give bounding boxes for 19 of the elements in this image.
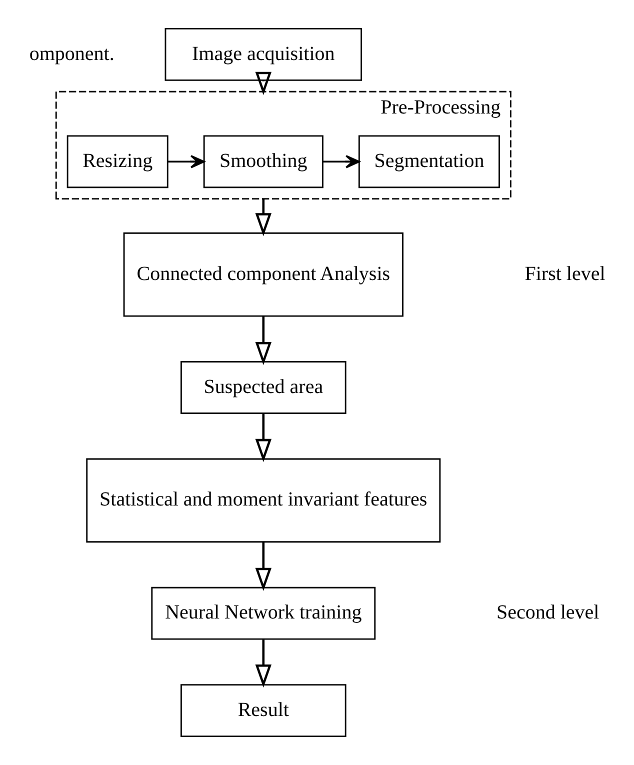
node-box: Suspected area: [180, 361, 346, 414]
arrow: [255, 72, 272, 96]
node-box: Statistical and moment invariant features: [86, 458, 441, 543]
node-box: Neural Network training: [151, 586, 376, 640]
arrow: [255, 640, 272, 688]
node-box: Connected component Analysis: [123, 232, 404, 317]
node-box: Resizing: [66, 135, 168, 188]
arrow: [255, 316, 272, 366]
arrow: [168, 155, 205, 168]
arrow: [255, 413, 272, 462]
arrow: [323, 155, 360, 168]
node-box: Segmentation: [358, 135, 500, 188]
label: omponent.: [29, 42, 114, 65]
node-box: Smoothing: [203, 135, 324, 188]
node-box: Result: [180, 684, 346, 737]
label: First level: [524, 262, 606, 285]
arrow: [255, 198, 272, 236]
label: Second level: [496, 602, 600, 624]
arrow: [255, 542, 272, 592]
